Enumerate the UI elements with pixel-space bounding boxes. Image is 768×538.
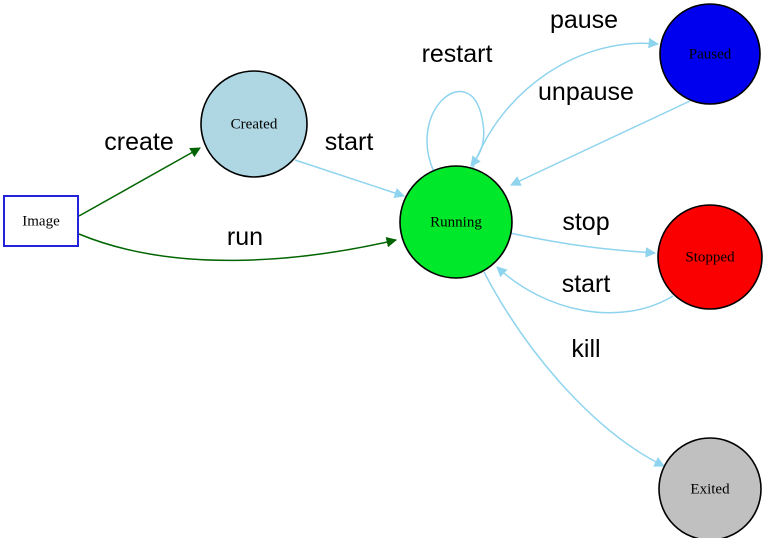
node-running[interactable]: Running bbox=[399, 165, 513, 279]
edge-start-created bbox=[294, 159, 405, 199]
node-exited[interactable]: Exited bbox=[658, 437, 762, 538]
edge-label-stop: stop bbox=[562, 208, 609, 236]
edge-unpause bbox=[510, 100, 691, 186]
edge-start-stopped bbox=[496, 266, 674, 314]
node-created[interactable]: Created bbox=[200, 70, 308, 178]
edge-label-start-created: start bbox=[325, 128, 374, 156]
edge-label-start-stopped: start bbox=[562, 270, 611, 298]
edge-label-unpause: unpause bbox=[538, 78, 634, 106]
node-shape-created bbox=[200, 70, 308, 178]
node-shape-image bbox=[3, 195, 79, 247]
node-stopped[interactable]: Stopped bbox=[657, 204, 763, 310]
node-shape-running bbox=[399, 165, 513, 279]
node-shape-exited bbox=[658, 437, 762, 538]
edge-run bbox=[78, 233, 398, 262]
edge-kill bbox=[483, 271, 665, 467]
edge-label-kill: kill bbox=[571, 335, 600, 363]
edge-label-restart: restart bbox=[422, 40, 493, 68]
node-shape-stopped bbox=[657, 204, 763, 310]
node-shape-paused bbox=[659, 3, 761, 105]
edge-label-create: create bbox=[104, 128, 173, 156]
edge-pause bbox=[471, 37, 660, 171]
edge-stop bbox=[509, 232, 657, 258]
edge-label-pause: pause bbox=[550, 6, 618, 34]
node-paused[interactable]: Paused bbox=[659, 3, 761, 105]
edge-label-run: run bbox=[227, 223, 263, 251]
node-image[interactable]: Image bbox=[3, 195, 79, 247]
edge-create bbox=[78, 147, 201, 217]
edges-layer bbox=[78, 37, 691, 467]
